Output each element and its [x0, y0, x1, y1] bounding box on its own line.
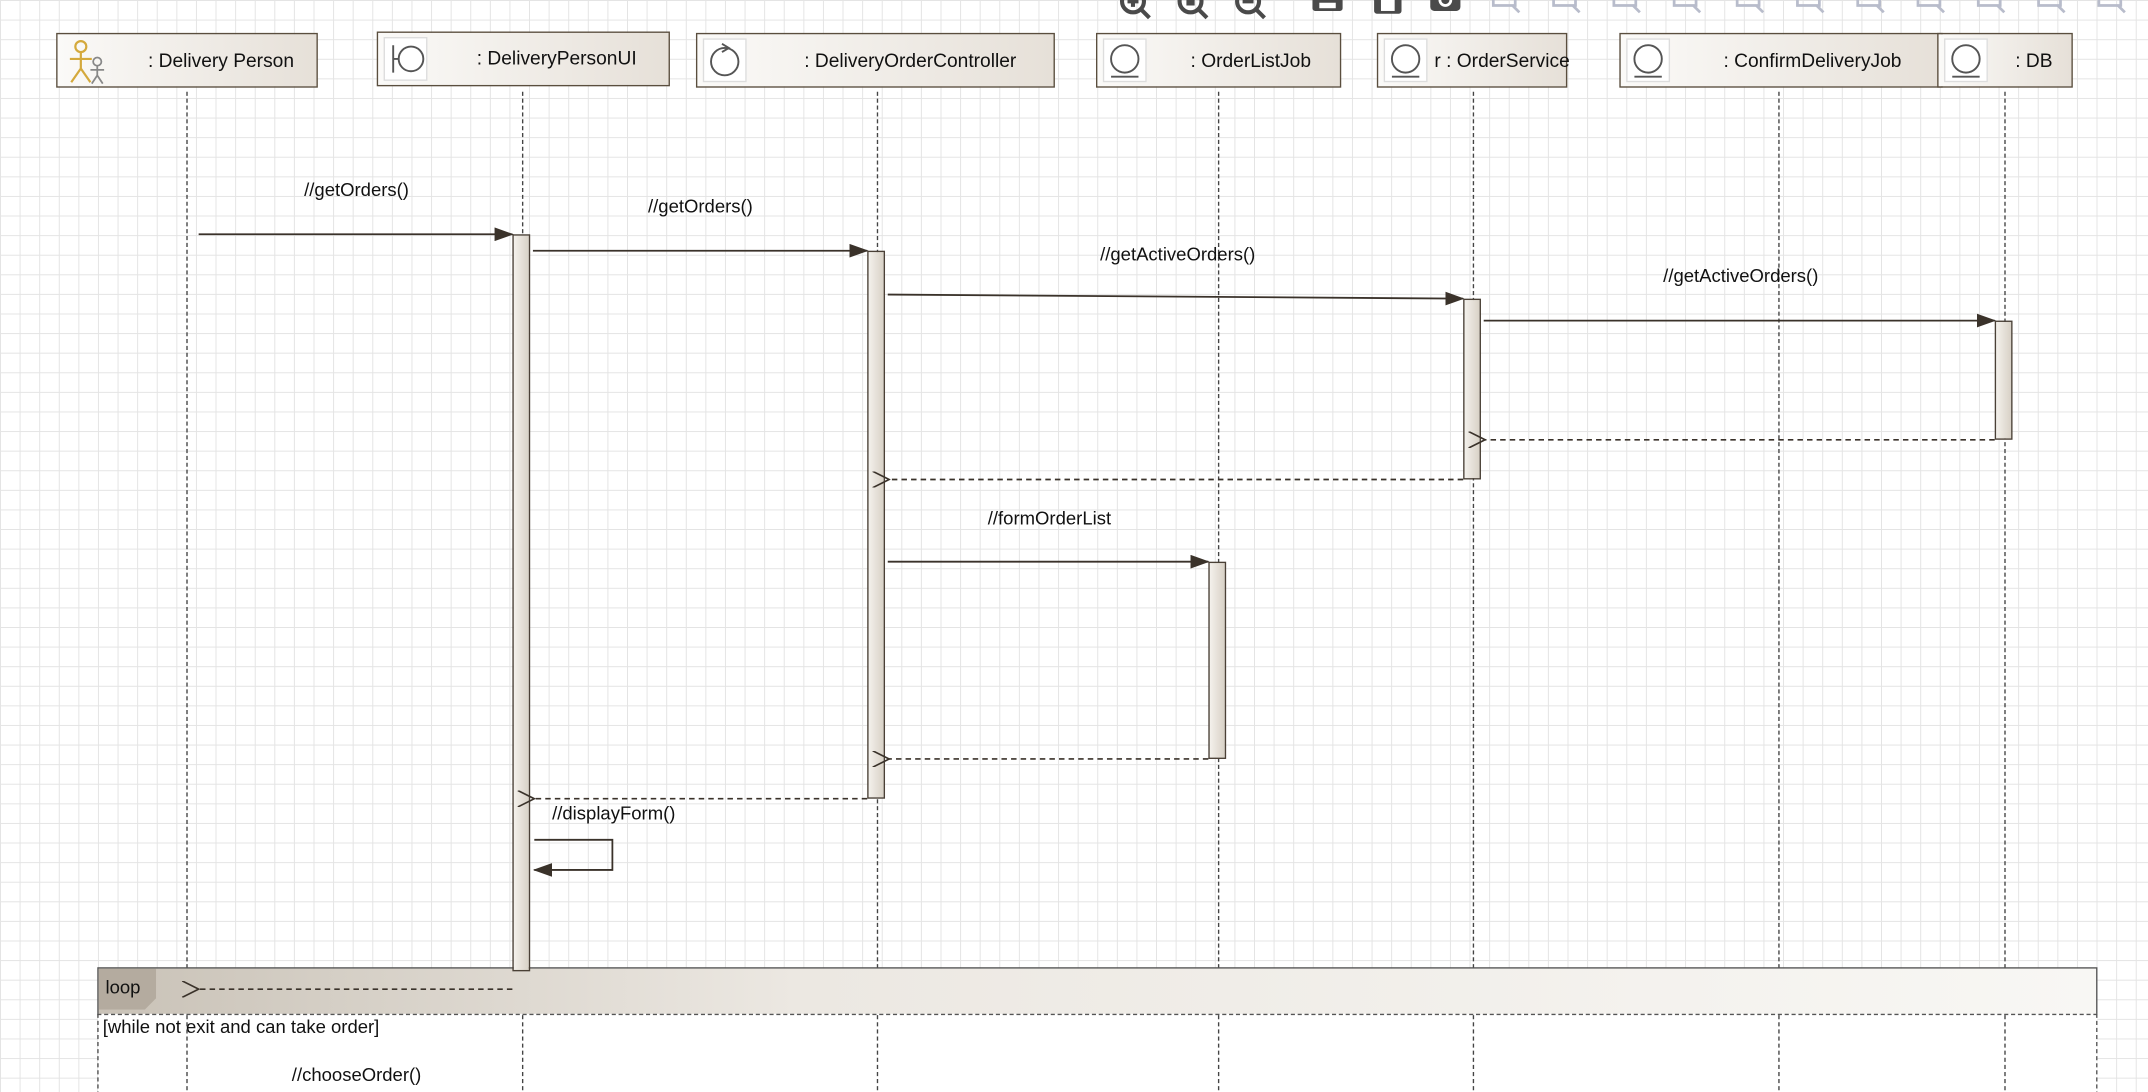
align-bottom-icon[interactable]	[1669, 0, 1705, 22]
distribute-icon[interactable]	[1852, 0, 1888, 22]
entity-icon	[1626, 38, 1671, 83]
edit-icon[interactable]	[2093, 0, 2129, 22]
align-center-icon[interactable]	[1792, 0, 1828, 22]
loop-guard: [while not exit and can take order]	[102, 1016, 380, 1038]
actor-icon	[63, 38, 107, 85]
activation-delivery-order-controller[interactable]	[867, 250, 886, 799]
align-top-icon[interactable]	[1548, 0, 1584, 22]
message-label: //getActiveOrders()	[1100, 243, 1256, 265]
msg-display-form-self[interactable]	[532, 838, 614, 877]
lifeline-label: : Delivery Person	[147, 49, 294, 72]
lifeline-line	[1217, 1015, 1220, 1092]
lifeline-delivery-person-ui[interactable]: : DeliveryPersonUI	[376, 31, 670, 87]
lifeline-label: : DB	[2015, 49, 2053, 72]
zoom-out-icon[interactable]	[1233, 0, 1269, 22]
resize-icon[interactable]	[1488, 0, 1524, 22]
entity-icon	[1944, 38, 1988, 83]
lifeline-line	[876, 1015, 879, 1092]
lifeline-confirm-delivery-job[interactable]: : ConfirmDeliveryJob	[1619, 32, 1943, 88]
lifeline-order-list-job[interactable]: : OrderListJob	[1096, 32, 1342, 88]
align-left-icon[interactable]	[1608, 0, 1644, 22]
distribute-vertical-icon[interactable]	[1913, 0, 1949, 22]
lifeline-label: : DeliveryPersonUI	[476, 46, 637, 69]
msg-get-active-orders-1[interactable]	[887, 291, 1465, 306]
message-label: //displayForm()	[552, 802, 676, 824]
loop-tag: loop	[98, 968, 157, 1010]
zoom-in-icon[interactable]	[1118, 0, 1154, 22]
lifeline-line	[186, 91, 188, 1092]
boundary-icon	[383, 36, 428, 81]
frame-icon[interactable]	[2033, 0, 2069, 22]
loop-tag-label: loop	[105, 976, 141, 998]
align-right-icon[interactable]	[1732, 0, 1768, 22]
lifeline-label: : DeliveryOrderController	[804, 49, 1017, 72]
lifeline-line	[1472, 1015, 1475, 1092]
print-icon[interactable]	[1310, 0, 1346, 22]
lifeline-label: : OrderListJob	[1190, 49, 1312, 72]
lifeline-label: : ConfirmDeliveryJob	[1723, 49, 1902, 72]
message-label: //getOrders()	[648, 195, 753, 217]
lifeline-line	[186, 1015, 188, 1092]
zoom-fit-icon[interactable]	[1175, 0, 1211, 22]
entity-icon	[1383, 38, 1428, 83]
lifeline-label: r : OrderService	[1434, 49, 1570, 72]
loop-fragment-body	[97, 1013, 2098, 1092]
lifeline-line	[1778, 1015, 1780, 1092]
lifeline-order-service[interactable]: r : OrderService	[1376, 32, 1570, 88]
lifeline-line	[2004, 1015, 2006, 1092]
entity-icon	[1102, 38, 1147, 83]
activation-db[interactable]	[1994, 320, 2013, 440]
activation-delivery-person-ui[interactable]	[512, 234, 531, 972]
snapshot-icon[interactable]	[1428, 0, 1464, 22]
message-label: //getOrders()	[304, 179, 409, 201]
lifeline-delivery-order-controller[interactable]: : DeliveryOrderController	[695, 32, 1055, 88]
message-label: //formOrderList	[987, 508, 1112, 529]
lifeline-db[interactable]: : DB	[1937, 32, 2073, 88]
lifeline-delivery-person[interactable]: : Delivery Person	[56, 32, 318, 88]
lifeline-line	[1472, 91, 1475, 1092]
activation-order-list-job[interactable]	[1208, 561, 1227, 759]
control-icon	[702, 38, 747, 83]
message-label: //getActiveOrders()	[1663, 265, 1819, 287]
lifeline-line	[1778, 91, 1780, 1092]
lifeline-line	[2004, 91, 2006, 1092]
message-label: //chooseOrder()	[291, 1064, 422, 1086]
lifeline-line	[521, 1015, 524, 1092]
save-icon[interactable]	[1370, 0, 1406, 22]
size-icon[interactable]	[1973, 0, 2009, 22]
